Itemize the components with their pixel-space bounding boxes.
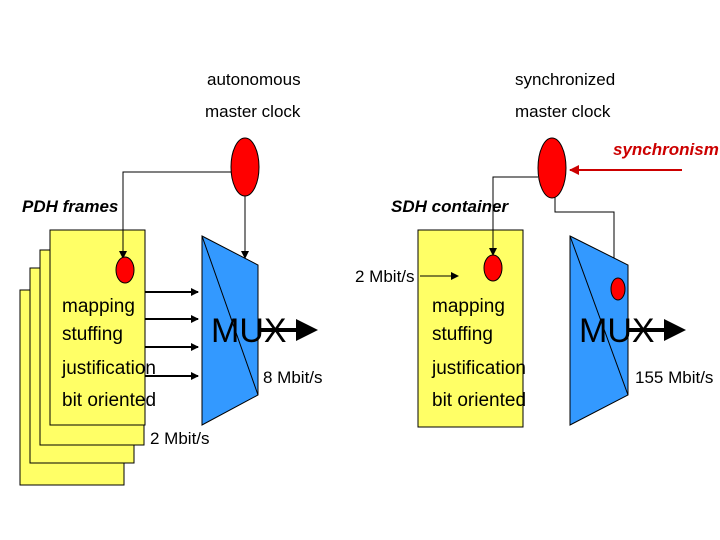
right-output-arrowhead [664, 319, 686, 341]
right-mux-clock [610, 277, 626, 301]
right-card-line2: stuffing [432, 324, 493, 345]
right-clock-wire-to-mux [554, 196, 618, 273]
left-card-line2: stuffing [62, 324, 123, 345]
sdh-container-label: SDH container [391, 197, 510, 216]
left-card-clock [115, 256, 135, 284]
right-master-clock [537, 137, 567, 199]
left-master-clock [230, 137, 260, 197]
right-input-rate: 2 Mbit/s [355, 267, 415, 286]
right-card-line1: mapping [432, 296, 505, 317]
left-card-line1: mapping [62, 296, 135, 317]
left-clock-label-line2: master clock [205, 102, 301, 121]
left-output-arrowhead [296, 319, 318, 341]
left-mux-diagonal [201, 235, 259, 396]
sdh-container-card [417, 229, 524, 428]
left-card-line3: justification [61, 358, 156, 379]
pdh-frames-label: PDH frames [22, 197, 118, 216]
synchronism-label: synchronism [613, 140, 719, 159]
right-card-line3: justification [431, 358, 526, 379]
left-clock-label-line1: autonomous [207, 70, 301, 89]
right-clock-wire-to-card [489, 176, 538, 256]
right-clock-label-line2: master clock [515, 102, 611, 121]
right-clock-label-line1: synchronized [515, 70, 615, 89]
left-input-rate: 2 Mbit/s [150, 429, 210, 448]
right-output-rate: 155 Mbit/s [635, 368, 713, 387]
right-mux-diagonal [569, 235, 629, 396]
left-clock-wire [119, 171, 232, 259]
right-card-clock [483, 254, 503, 282]
left-output-rate: 8 Mbit/s [263, 368, 323, 387]
left-card-line4: bit oriented [62, 390, 156, 411]
right-card-line4: bit oriented [432, 390, 526, 411]
